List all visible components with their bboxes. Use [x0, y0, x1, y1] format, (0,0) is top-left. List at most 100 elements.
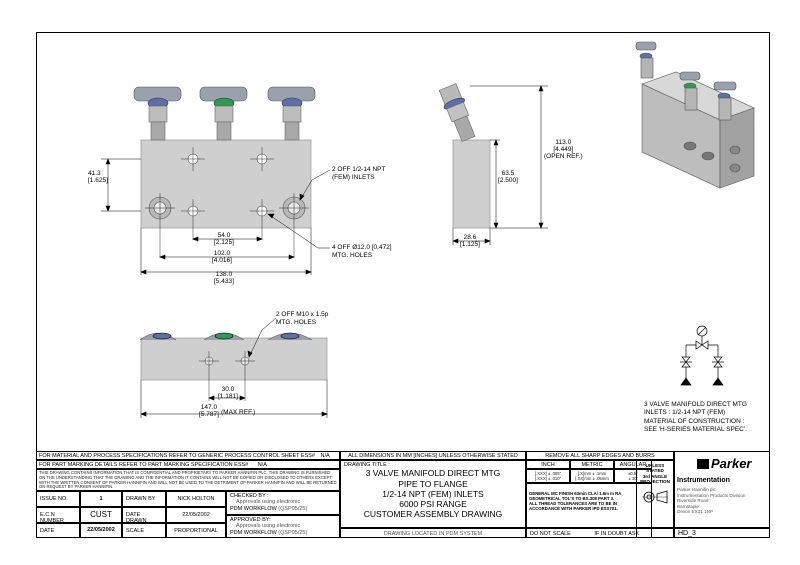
checked-by-box: CHECKED BY : Approvals using electronic … — [226, 491, 340, 515]
drawing-title-box: DRAWING TITLE : 3 VALVE MANIFOLD DIRECT … — [340, 460, 526, 528]
scale-value: PROPORTIONAL — [166, 523, 226, 538]
confidentiality-notice: THIS DRAWING CONTAINS INFORMATION THAT I… — [36, 469, 340, 491]
dim-value: 41.3 — [88, 170, 101, 177]
dim-height-113: 113.0 [4.449] (OPEN REF.) — [544, 139, 583, 160]
scale-label: SCALE — [122, 523, 166, 538]
approved-by-box: APPROVED BY: Approvals using electronic … — [226, 515, 340, 538]
address-line: Devon EX31 1NP — [677, 509, 714, 514]
do-not-scale: DO NOT SCALE — [530, 531, 571, 537]
manifold-body-side — [452, 139, 491, 229]
dim-value-inch: [5.433] — [214, 278, 234, 286]
date-drawn-label: DATE DRAWN — [122, 507, 166, 523]
address-line: Riverside Road — [677, 498, 709, 503]
pdm-location: DRAWING LOCATED IN PDM SYSTEM — [340, 528, 526, 538]
company-address: Parker Hannifin plc Instrumentation Prod… — [677, 487, 745, 515]
checked-by-label: CHECKED BY : — [230, 493, 269, 499]
valve-schematic — [680, 325, 724, 386]
division-name: Instrumentation — [677, 477, 730, 484]
company-block: Parker Instrumentation Parker Hannifin p… — [674, 451, 770, 528]
dim-value-inch: [2.125] — [214, 239, 234, 247]
side-view — [438, 83, 548, 245]
note-m10-holes: 2 OFF M10 x 1.5p MTG. HOLES — [276, 311, 328, 327]
date-drawn-value: 22/05/2002 — [166, 507, 226, 523]
dim-value-inch: [4.016] — [212, 257, 232, 265]
address-line: Barnstaple — [677, 503, 699, 509]
dim-value: 30.0 — [221, 386, 235, 393]
note-line: (FEM) INLETS — [332, 173, 375, 181]
description-line: INLETS : 1/2-14 NPT (FEM) — [644, 409, 726, 417]
valve-center — [199, 86, 248, 141]
dim-value: 54.0 — [217, 232, 231, 239]
title-block: FOR MATERIAL AND PROCESS SPECIFICATIONS … — [36, 451, 770, 538]
dim-width-147: 147.0 [5.787] — [199, 404, 219, 418]
unless-stated: UNLESS STATED — [645, 463, 665, 474]
general-note-line: ALL THREAD TOLERANCES ARE TO BE IN — [529, 500, 617, 506]
material-spec-value: N/A — [320, 453, 330, 459]
part-marking-text: FOR PART MARKING DETAILS REFER TO PART M… — [39, 462, 249, 468]
approved-by-workflow: PDM WORKFLOW — [230, 529, 277, 536]
dim-value: 138.0 — [215, 271, 233, 278]
description-line: SEE 'H-SERIES MATERIAL SPEC'. — [644, 426, 747, 434]
checked-by-note: Approvals using electronic — [236, 499, 301, 506]
drawn-by-label: DRAWN BY — [122, 491, 166, 507]
note-line: MTG. HOLES — [276, 318, 317, 326]
dim-value-inch: [2.500] — [498, 177, 518, 185]
description-line: MATERIAL OF CONSTRUCTION : — [644, 417, 745, 425]
tol-line: [.XX]mm ± .05mm — [575, 475, 609, 481]
issue-value: 1 — [80, 491, 122, 507]
inch-header: INCH — [526, 460, 570, 469]
approved-by-note: Approvals using electronic — [236, 523, 301, 530]
note-line: MTG. HOLES — [332, 251, 373, 259]
dim-value-inch: [5.787] — [199, 411, 219, 419]
valve-left — [133, 86, 182, 141]
general-note-line: GENERAL MC FINISH 63min CLA/ 1.6m m RA — [529, 491, 622, 496]
dim-value: 63.5 — [501, 170, 515, 177]
projection-line: 3rd ANGLE — [642, 473, 668, 479]
ecn-label: E.C.N NUMBER — [36, 507, 80, 523]
dim-height-635: 63.5 [2.500] — [498, 170, 518, 184]
burrs-note: REMOVE ALL SHARP EDGES AND BURRS — [526, 451, 674, 460]
isometric-view — [635, 41, 755, 189]
checked-by-workflow: PDM WORKFLOW — [230, 505, 277, 512]
angular-header: ANGULAR — [614, 460, 652, 469]
issue-label: ISSUE NO. — [36, 491, 80, 507]
drawing-title-line: CUSTOMER ASSEMBLY DRAWING — [363, 509, 503, 520]
note-inlets: 2 OFF 1/2-14 NPT (FEM) INLETS — [332, 166, 385, 182]
note-line: 2 OFF 1/2-14 NPT — [332, 166, 386, 173]
scale-warning: DO NOT SCALE IF IN DOUBT ASK — [526, 528, 652, 538]
dim-value: 113.0 — [555, 139, 572, 146]
tol-inch: [.XXX] ± .005" [.XXX] ± .010" — [526, 469, 570, 483]
dim-max-ref: (MAX REF.) — [221, 409, 256, 416]
approved-by-ref: (QSP05/25) — [278, 529, 308, 536]
dim-value: 147.0 — [200, 404, 218, 411]
checked-by-ref: (QSP05/25) — [278, 505, 308, 512]
note-mtg-holes: 4 OFF Ø12.0 [0.472] MTG. HOLES — [332, 244, 392, 260]
dim-value-inch: [1.181] — [218, 393, 238, 401]
front-view — [101, 86, 331, 275]
dims-note: ALL DIMENSIONS IN MM [INCHES] UNLESS OTH… — [340, 451, 526, 460]
address-line: Parker Hannifin plc — [677, 487, 716, 492]
if-in-doubt: IF IN DOUBT ASK — [594, 531, 640, 537]
description-line: 3 VALVE MANIFOLD DIRECT MTG — [644, 401, 747, 408]
tol-metric: [.X]mm ± .1mm [.XX]mm ± .05mm — [570, 469, 614, 483]
parker-logo-mark — [697, 459, 709, 469]
dim-value-inch: [1.625] — [88, 177, 108, 185]
part-marking-row: FOR PART MARKING DETAILS REFER TO PART M… — [36, 460, 340, 469]
part-marking-value: N/A — [257, 462, 267, 468]
parker-logo: Parker — [711, 456, 752, 471]
dim-value-inch: [1.125] — [460, 241, 480, 249]
dim-width-54: 54.0 [2.125] — [214, 232, 234, 246]
tol-angular: ±0.5° ± 30' — [614, 469, 652, 483]
dim-value-inch: [4.449] — [553, 146, 574, 154]
note-line: 4 OFF Ø12.0 [0.472] — [332, 244, 392, 251]
drawing-title-line: 1/2-14 NPT (FEM) INLETS — [382, 488, 484, 499]
tol-line: ± 30' — [628, 475, 638, 481]
drawing-title-line: PIPE TO FLANGE — [398, 478, 468, 489]
ecn-value: CUST — [80, 507, 122, 523]
dim-width-102: 102.0 [4.016] — [212, 250, 232, 264]
material-spec-text: FOR MATERIAL AND PROCESS SPECIFICATIONS … — [39, 453, 315, 459]
tol-line: [.X]mm ± .1mm — [577, 471, 607, 476]
dim-value: 28.6 — [463, 234, 477, 241]
tol-line: ±0.5° — [628, 471, 638, 476]
